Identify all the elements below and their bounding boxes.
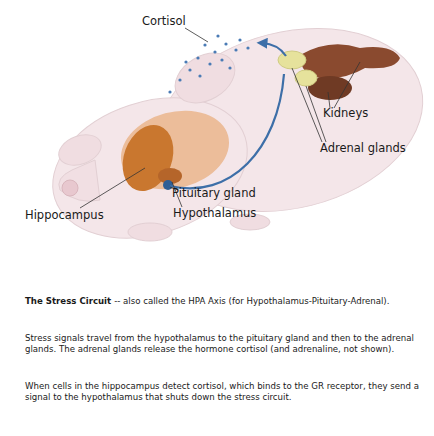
brain-shape xyxy=(112,99,238,201)
mouse-snout xyxy=(59,160,100,201)
part-label: Kidneys xyxy=(323,106,368,120)
part-label: Pituitary gland xyxy=(172,186,256,200)
leader-lines xyxy=(80,28,360,208)
caption-block: The Stress Circuit-- also called the HPA… xyxy=(25,296,420,307)
part-label: Hippocampus xyxy=(25,208,104,222)
pituitary-shape xyxy=(163,180,173,190)
note-text: When cells in the hippocampus detect cor… xyxy=(25,381,420,402)
adrenal-shape xyxy=(278,51,306,69)
signal-arrow xyxy=(262,43,286,56)
signal-arrow xyxy=(170,74,284,188)
mouse-paw xyxy=(128,223,172,241)
cortisol-dots xyxy=(168,34,249,93)
figure-caption: -- also called the HPA Axis (for Hypotha… xyxy=(114,296,389,306)
part-label: Adrenal glands xyxy=(320,141,406,155)
part-label: Cortisol xyxy=(142,14,186,28)
part-label: Hypothalamus xyxy=(173,206,256,220)
note-text: Stress signals travel from the hypothala… xyxy=(25,333,420,354)
figure-title: The Stress Circuit xyxy=(25,296,111,306)
mouse-nose xyxy=(62,180,78,196)
mouse-ear xyxy=(166,43,243,113)
mouse-head xyxy=(34,74,265,261)
mouse-ear xyxy=(55,129,106,170)
